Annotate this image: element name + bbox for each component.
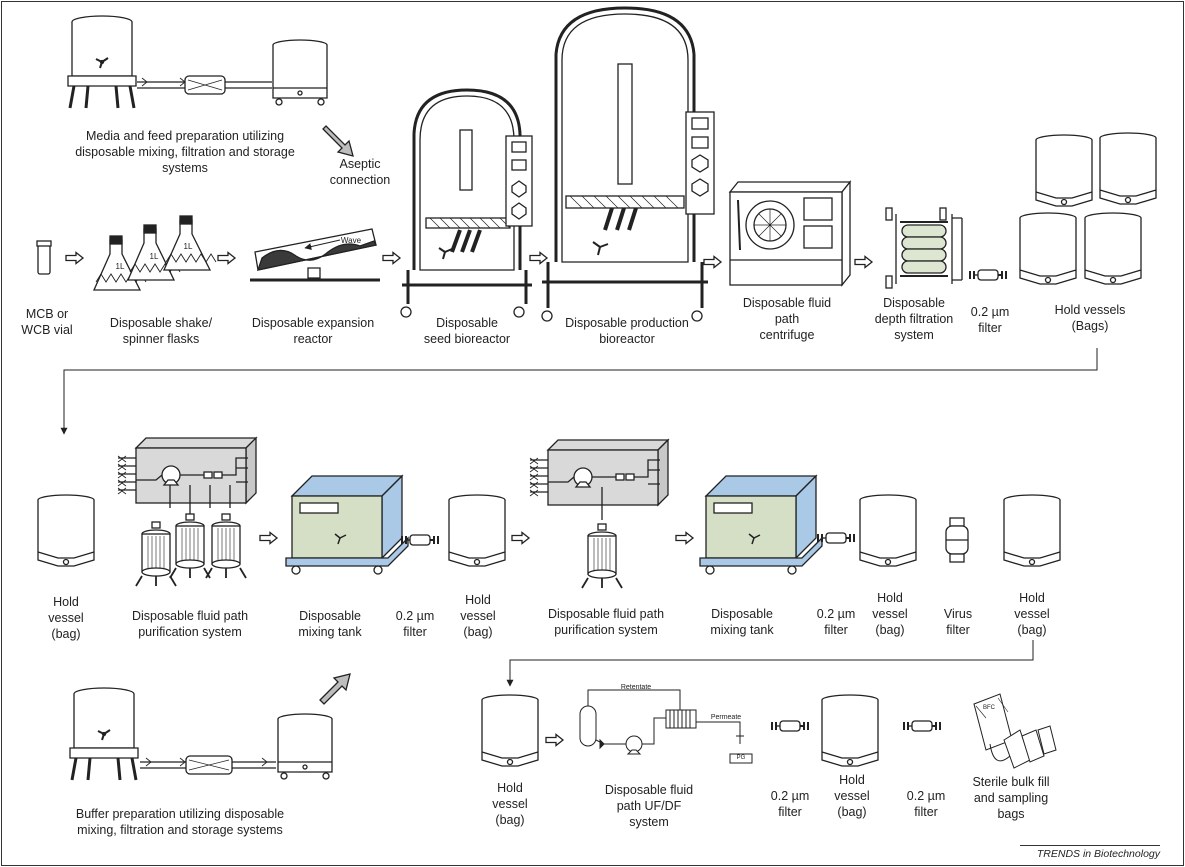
flask-2-volume: 1L <box>149 252 159 261</box>
hold-vessel-label: Hold vessel (bag) <box>460 593 496 639</box>
aseptic-connection-label: Aseptic connection <box>329 157 391 187</box>
bfc-label: BFC <box>983 705 995 711</box>
hold-vessel-label: Hold vessel (bag) <box>834 773 870 819</box>
production-bioreactor-label: Disposable production bioreactor <box>565 316 689 346</box>
depth-filtration-label: Disposable depth filtration system <box>874 296 954 342</box>
flask-1-volume: 1L <box>115 262 125 271</box>
bulk-fill-label: Sterile bulk fill and sampling bags <box>972 775 1050 821</box>
filter-3-label: 0.2 µm filter <box>816 607 856 637</box>
pg-label: PG <box>736 755 746 761</box>
figure-credit: TRENDS in Biotechnology <box>1020 845 1160 860</box>
filter-2-label: 0.2 µm filter <box>395 609 435 639</box>
ufdf-label: Disposable fluid path UF/DF system <box>604 783 694 829</box>
hold-vessel-label: Hold vessel (bag) <box>1014 591 1050 637</box>
flask-3-volume: 1L <box>183 242 193 251</box>
hold-vessel-label: Hold vessel (bag) <box>492 781 528 827</box>
purification-1-label: Disposable fluid path purification syste… <box>131 609 249 639</box>
expansion-reactor-label: Disposable expansion reactor <box>251 316 375 346</box>
hold-vessels-bags-label: Hold vessels (Bags) <box>1054 303 1126 333</box>
media-prep-label: Media and feed preparation utilizing dis… <box>75 129 295 175</box>
virus-filter-label: Virus filter <box>943 607 973 637</box>
buffer-prep-label: Buffer preparation utilizing disposable … <box>75 807 285 837</box>
centrifuge-label: Disposable fluid path centrifuge <box>742 296 832 342</box>
mixing-tank-2-label: Disposable mixing tank <box>710 607 774 637</box>
mcb-vial-label: MCB or WCB vial <box>21 307 73 337</box>
purification-2-label: Disposable fluid path purification syste… <box>547 607 665 637</box>
seed-bioreactor-label: Disposable seed bioreactor <box>423 316 511 346</box>
shake-flasks-label: Disposable shake/ spinner flasks <box>109 316 213 346</box>
retentate-label: Retentate <box>620 684 652 691</box>
hold-vessel-label: Hold vessel (bag) <box>872 591 908 637</box>
permeate-label: Permeate <box>710 714 742 721</box>
filter-4-label: 0.2 µm filter <box>770 789 810 819</box>
mixing-tank-1-label: Disposable mixing tank <box>298 609 362 639</box>
filter-1-label: 0.2 µm filter <box>970 305 1010 335</box>
wave-label: Wave <box>340 236 362 245</box>
hold-vessel-label: Hold vessel (bag) <box>48 595 84 641</box>
filter-5-label: 0.2 µm filter <box>906 789 946 819</box>
